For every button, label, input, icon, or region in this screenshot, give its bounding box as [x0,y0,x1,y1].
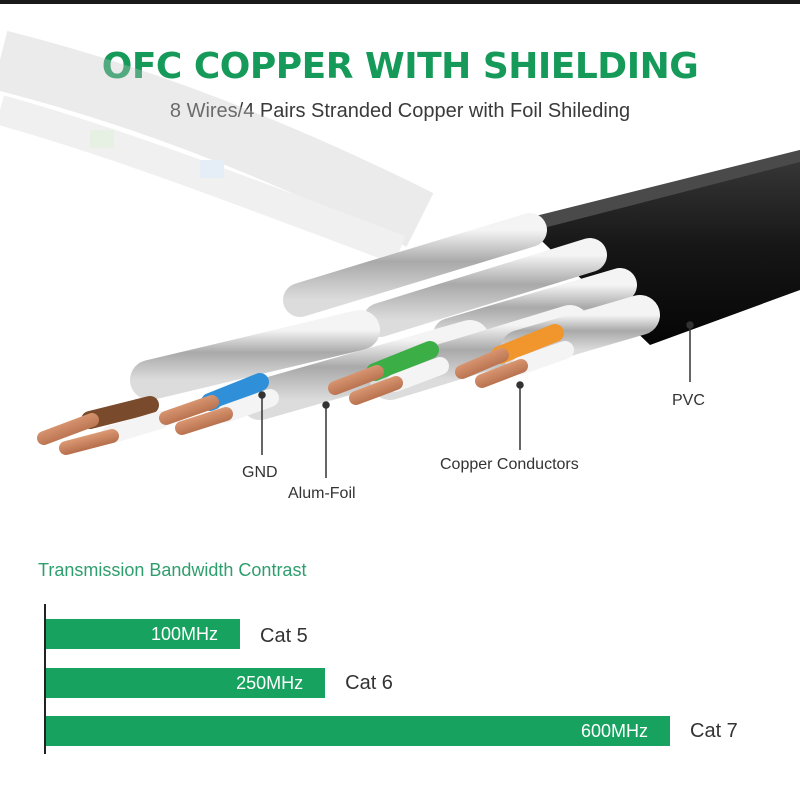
faded-background-cable [0,30,434,265]
bar-cat5: 100MHz [46,619,240,649]
bar-cat6: 250MHz [46,668,326,698]
green-pair [328,341,449,405]
bar-value-cat6: 250MHz [236,673,304,693]
top-border [0,0,800,4]
bar-value-cat7: 600MHz [580,721,648,741]
bar-cat7: 600MHz [46,716,670,746]
headline: OFC COPPER WITH SHIELDING [101,46,699,87]
bar-category-cat5: Cat 5 [260,625,308,647]
bandwidth-section-title: Transmission Bandwidth Contrast [38,560,307,580]
orange-pair [455,324,574,388]
bar-value-cat5: 100MHz [150,624,218,644]
bar-category-cat7: Cat 7 [690,720,738,742]
brown-pair [37,396,169,455]
copper-conductors-label: Copper Conductors [440,456,579,473]
subheadline: 8 Wires/4 Pairs Stranded Copper with Foi… [169,100,631,122]
pvc-jacket [520,150,800,345]
gnd-label: GND [242,464,278,481]
callout-leader-lines [258,321,694,478]
bar-category-cat6: Cat 6 [345,672,393,694]
bandwidth-axis [44,604,46,754]
pvc-label: PVC [672,392,705,409]
alum-foil-label: Alum-Foil [288,485,356,502]
